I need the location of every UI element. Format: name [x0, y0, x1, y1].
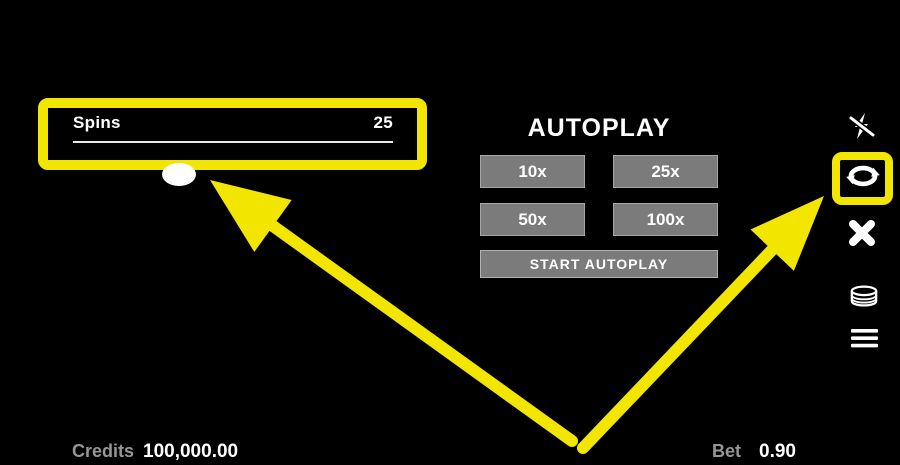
bet-display: Bet 0.90	[712, 441, 796, 463]
spins-row: Spins 25	[73, 113, 393, 133]
credits-display: Credits 100,000.00	[72, 441, 238, 463]
autoplay-100x-button[interactable]: 100x	[613, 203, 718, 236]
loop-glyph	[845, 165, 880, 187]
coins-icon[interactable]	[849, 285, 879, 313]
annotation-arrow-left-head	[210, 180, 292, 252]
x-glyph	[849, 220, 875, 246]
credits-value: 100,000.00	[143, 441, 239, 462]
bet-label: Bet	[712, 441, 742, 461]
start-autoplay-button[interactable]: START AUTOPLAY	[480, 250, 718, 278]
coin-stack-glyph	[850, 285, 878, 307]
autoplay-50x-button[interactable]: 50x	[480, 203, 585, 236]
autoplay-icon-highlight-box	[832, 152, 893, 205]
spins-value: 25	[373, 113, 393, 132]
annotation-arrow-right-head	[750, 196, 824, 271]
autoplay-10x-button[interactable]: 10x	[480, 155, 585, 188]
spins-highlight-box: Spins 25	[38, 98, 427, 186]
bet-value: 0.90	[759, 441, 796, 462]
credits-label: Credits	[72, 441, 135, 461]
autoplay-loop-icon[interactable]	[845, 163, 880, 194]
spins-slider-track[interactable]	[73, 141, 393, 186]
close-icon[interactable]	[847, 218, 877, 253]
annotation-arrow-right-shaft	[577, 244, 778, 454]
autoplay-25x-button[interactable]: 25x	[613, 155, 718, 188]
spins-label: Spins	[73, 113, 121, 132]
autoplay-title: AUTOPLAY	[527, 114, 671, 142]
hamburger-glyph	[851, 329, 878, 348]
spins-slider-thumb[interactable]	[161, 163, 196, 186]
lightning-slash-glyph	[849, 113, 875, 139]
menu-icon[interactable]	[851, 329, 878, 353]
turbo-off-icon[interactable]	[847, 111, 877, 146]
